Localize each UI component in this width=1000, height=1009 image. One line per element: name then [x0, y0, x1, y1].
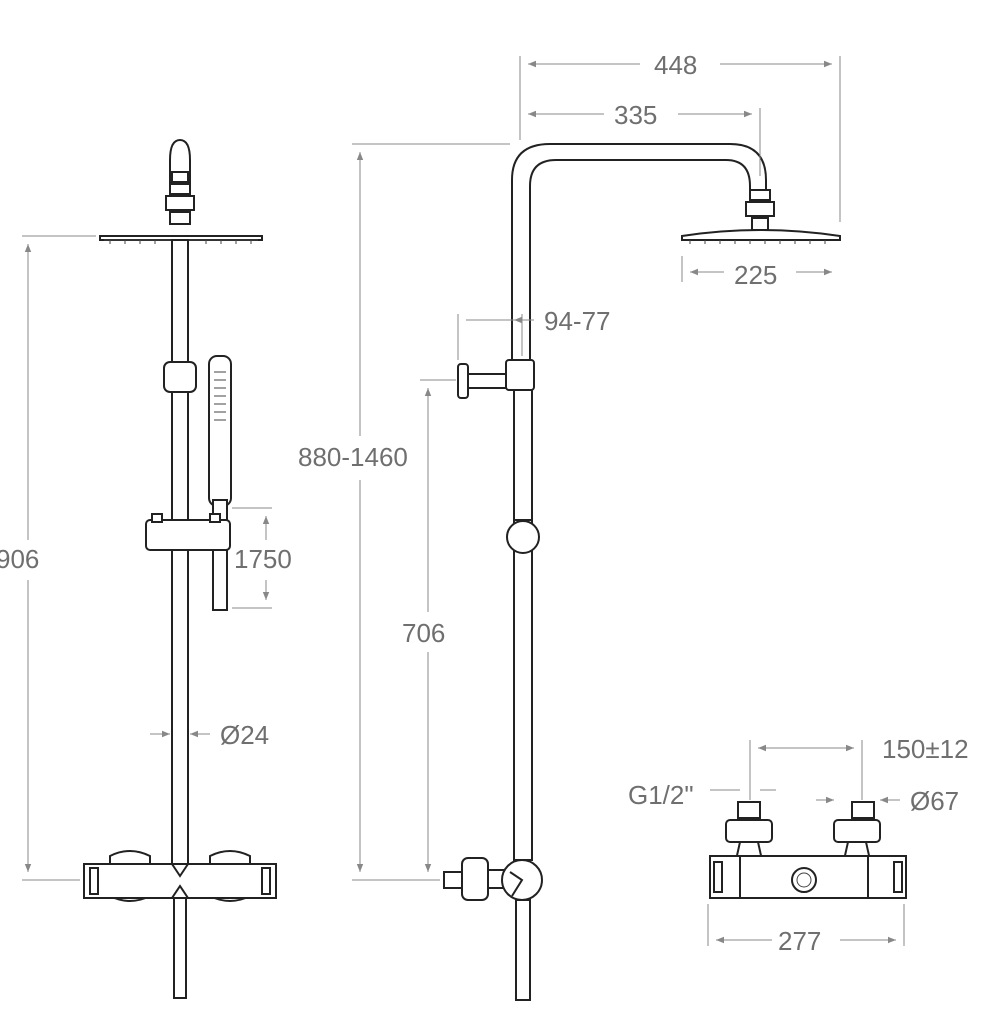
- shower-arm: [511, 143, 767, 366]
- label-diameter-24: Ø24: [220, 720, 269, 750]
- side-dimensions: [352, 56, 841, 881]
- riser-pipe: [171, 239, 189, 871]
- slide-bracket: [145, 519, 231, 551]
- thermostatic-mixer: [83, 863, 277, 899]
- front-view: [83, 138, 277, 999]
- front-dimensions: [22, 235, 272, 881]
- mixer-detail: [709, 801, 907, 899]
- label-706: 706: [402, 618, 445, 648]
- mixer-dimensions: [707, 740, 905, 946]
- overhead-shower-head: [99, 235, 263, 241]
- label-880-1460: 880-1460: [298, 442, 408, 472]
- label-277: 277: [778, 926, 821, 956]
- label-94-77: 94-77: [544, 306, 611, 336]
- label-1750: 1750: [234, 544, 292, 574]
- label-448: 448: [654, 50, 697, 80]
- label-diameter-67: Ø67: [910, 786, 959, 816]
- hand-shower: [208, 355, 232, 507]
- side-slider: [506, 520, 540, 554]
- side-shower-head: [681, 229, 841, 241]
- side-view: [443, 143, 841, 1001]
- label-335: 335: [614, 100, 657, 130]
- label-thread: G1/2": [628, 780, 694, 810]
- label-150: 150±12: [882, 734, 969, 764]
- dimension-labels: 906 1750 Ø24 448 335 225 94-77 880-1460 …: [0, 50, 969, 956]
- label-906: 906: [0, 544, 39, 574]
- label-225: 225: [734, 260, 777, 290]
